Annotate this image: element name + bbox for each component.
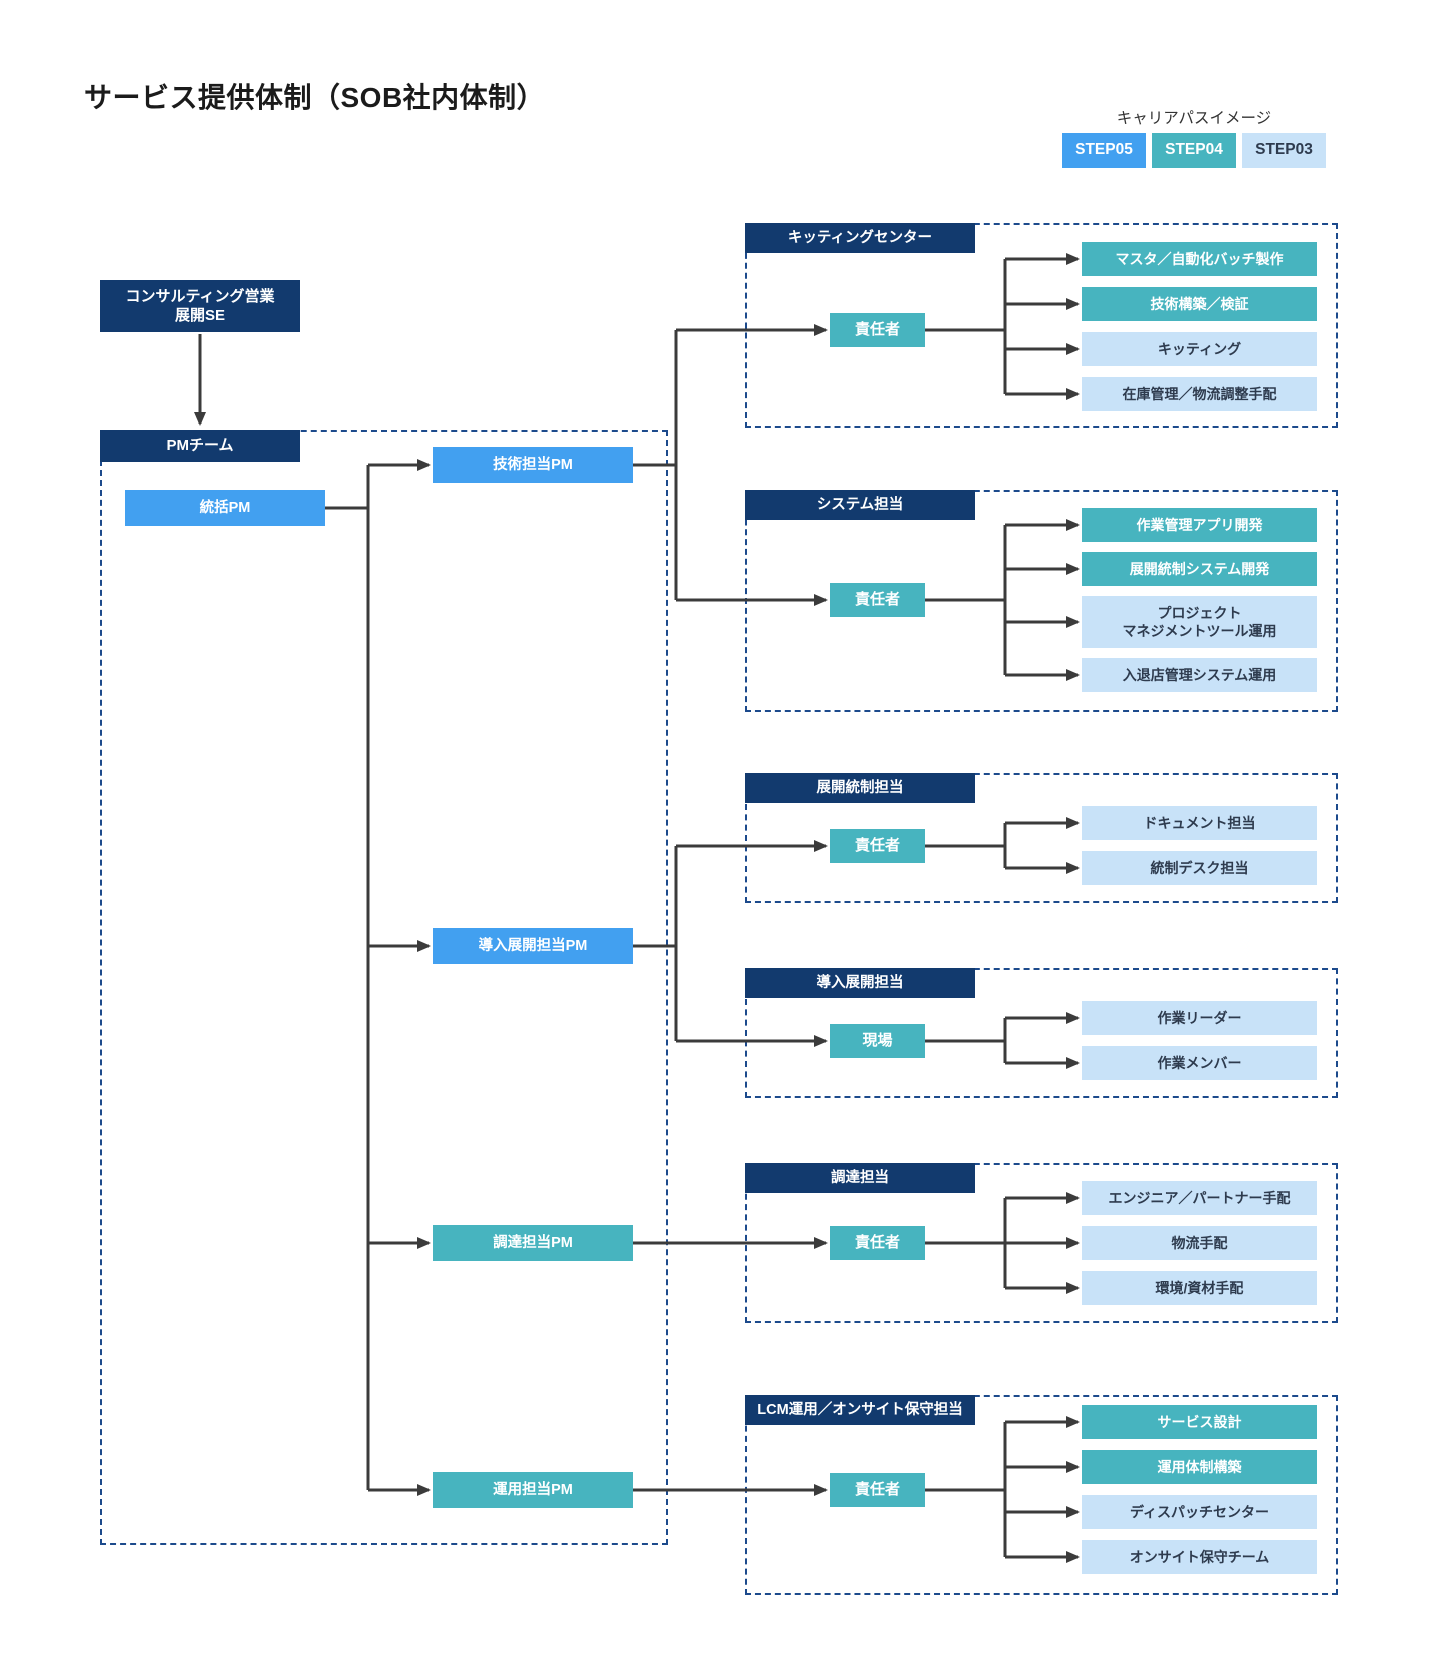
responsible-box: 責任者 [830,1226,925,1260]
role-box: エンジニア／パートナー手配 [1082,1181,1317,1215]
role-box: 技術構築／検証 [1082,287,1317,321]
operations-pm-box: 運用担当PM [433,1472,633,1508]
group-field-deployment [745,968,1338,1098]
responsible-box: 責任者 [830,313,925,347]
role-box: 在庫管理／物流調整手配 [1082,377,1317,411]
legend-step05-badge: STEP05 [1062,133,1146,168]
role-box: 作業管理アプリ開発 [1082,508,1317,542]
role-box: 作業リーダー [1082,1001,1317,1035]
legend-step03-badge: STEP03 [1242,133,1326,168]
consulting-sales-se-box: コンサルティング営業 展開SE [100,280,300,332]
procurement-pm-box: 調達担当PM [433,1225,633,1261]
group-deployment-control [745,773,1338,903]
page-title: サービス提供体制（SOB社内体制） [84,82,546,113]
group-title-field-deployment: 導入展開担当 [745,968,975,998]
pm-team-container [100,430,668,1545]
group-title-system: システム担当 [745,490,975,520]
pm-team-header: PMチーム [100,430,300,462]
legend-step04-badge: STEP04 [1152,133,1236,168]
group-title-procurement: 調達担当 [745,1163,975,1193]
role-box: ディスパッチセンター [1082,1495,1317,1529]
role-box: 環境/資材手配 [1082,1271,1317,1305]
role-box: プロジェクト マネジメントツール運用 [1082,596,1317,648]
role-box: 作業メンバー [1082,1046,1317,1080]
role-box: ドキュメント担当 [1082,806,1317,840]
role-box: サービス設計 [1082,1405,1317,1439]
group-kitting-center [745,223,1338,428]
field-box: 現場 [830,1024,925,1058]
group-title-deployment-control: 展開統制担当 [745,773,975,803]
role-box: 展開統制システム開発 [1082,552,1317,586]
role-box: 物流手配 [1082,1226,1317,1260]
responsible-box: 責任者 [830,1473,925,1507]
tech-pm-box: 技術担当PM [433,447,633,483]
role-box: 入退店管理システム運用 [1082,658,1317,692]
role-box: 運用体制構築 [1082,1450,1317,1484]
responsible-box: 責任者 [830,829,925,863]
deployment-pm-box: 導入展開担当PM [433,928,633,964]
group-title-kitting-center: キッティングセンター [745,223,975,253]
legend-title: キャリアパスイメージ [1116,110,1272,127]
role-box: オンサイト保守チーム [1082,1540,1317,1574]
group-lcm-onsite [745,1395,1338,1595]
group-title-lcm-onsite: LCM運用／オンサイト保守担当 [745,1395,975,1425]
role-box: 統制デスク担当 [1082,851,1317,885]
role-box: マスタ／自動化バッチ製作 [1082,242,1317,276]
responsible-box: 責任者 [830,583,925,617]
role-box: キッティング [1082,332,1317,366]
general-pm-box: 統括PM [125,490,325,526]
